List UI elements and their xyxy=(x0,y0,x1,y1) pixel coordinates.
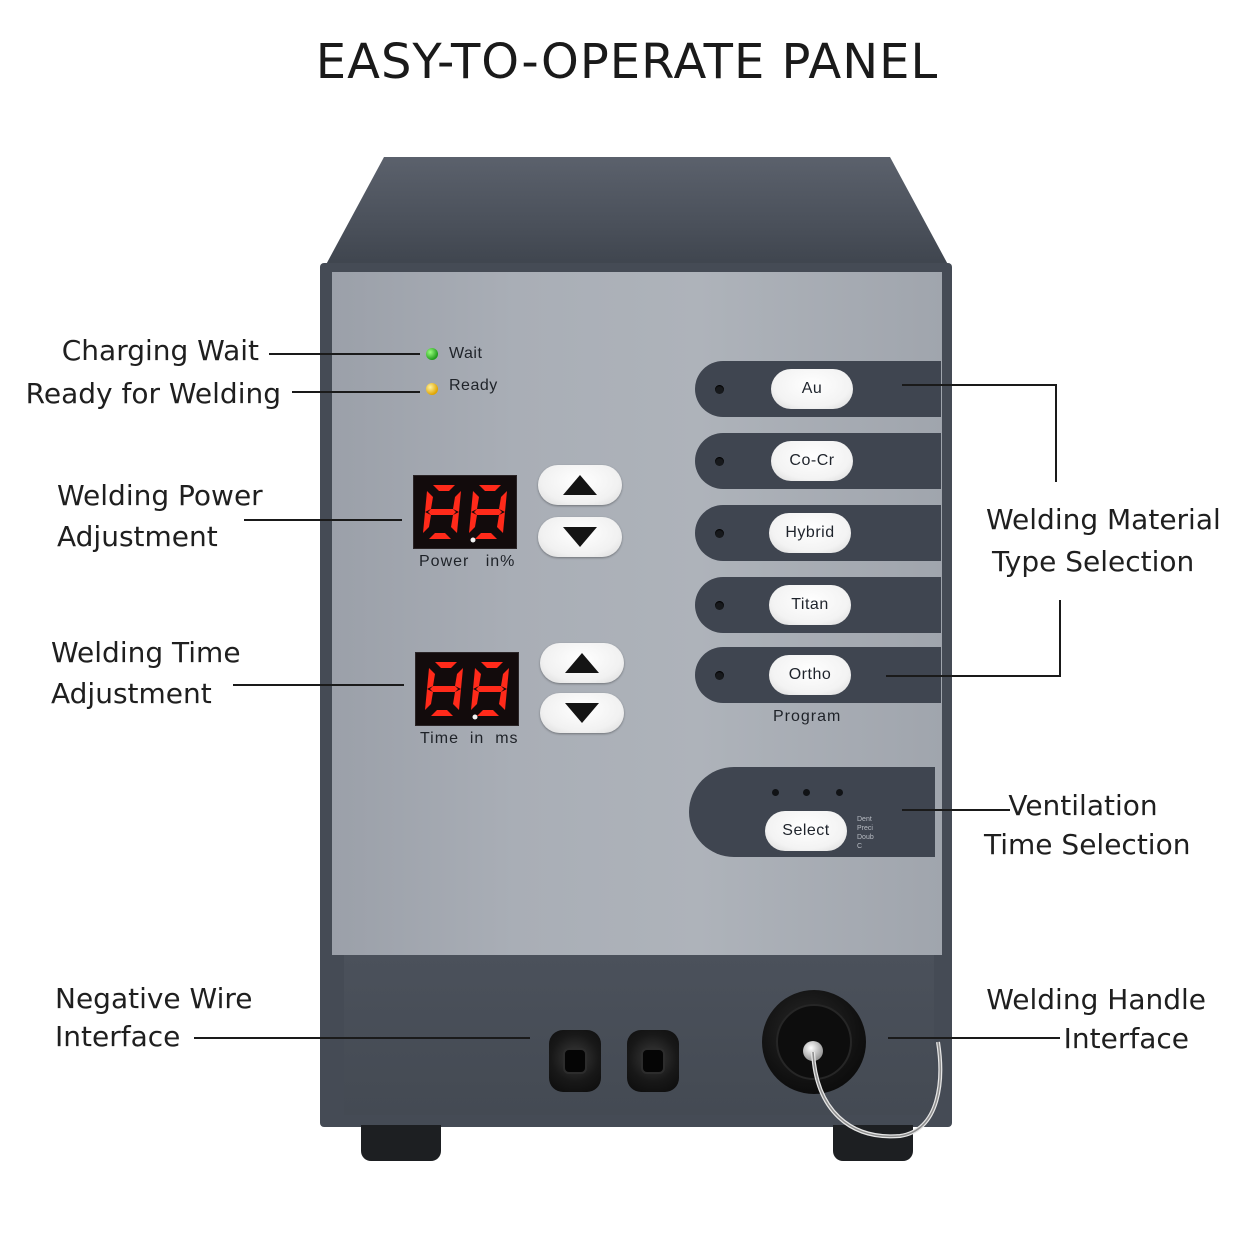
callout-handle-line2: Interface xyxy=(1063,1022,1189,1055)
arrow-up-icon xyxy=(563,475,597,495)
time-digit-1-segment-f xyxy=(427,668,435,689)
time-digit-1-segment-d xyxy=(431,710,453,716)
power-digit-2-segment-b xyxy=(499,491,507,512)
power-digit-1-segment-b xyxy=(453,491,461,512)
power-decimal-dot xyxy=(470,537,476,543)
power-digit-1-segment-f xyxy=(425,491,433,512)
power-digit-2-segment-g xyxy=(474,509,502,515)
power-up-button[interactable] xyxy=(538,465,622,505)
material-strip-co-cr: Co-Cr xyxy=(695,433,941,489)
vent-led-2 xyxy=(803,789,810,796)
power-digit-1-segment-e xyxy=(423,512,431,533)
select-options-legend: Dent Preci Doub C xyxy=(857,816,874,850)
callout-charging-wait: Charging Wait xyxy=(61,334,259,367)
power-digit-1-segment-g xyxy=(428,509,456,515)
time-decimal-dot xyxy=(472,714,478,720)
wait-led-label: Wait xyxy=(449,345,483,362)
callout-negative-wire-line2: Interface xyxy=(55,1020,181,1053)
cabinet-top xyxy=(322,157,952,272)
power-digit-1-segment-c xyxy=(451,512,459,533)
negative-wire-jack-2[interactable] xyxy=(627,1030,679,1092)
vent-led-3 xyxy=(836,789,843,796)
time-digit-2-segment-e xyxy=(471,689,479,710)
foot-left xyxy=(361,1125,441,1161)
power-digit-2-segment-f xyxy=(471,491,479,512)
jack-hole xyxy=(563,1048,587,1074)
callout-time-line2: Adjustment xyxy=(51,677,212,710)
power-digit-2-segment-d xyxy=(475,533,497,539)
time-up-button[interactable] xyxy=(540,643,624,683)
power-digit-1-segment-a xyxy=(433,485,455,491)
time-digit-2-segment-b xyxy=(501,668,509,689)
time-display-label: Time in ms xyxy=(420,730,519,747)
time-digit-2-segment-c xyxy=(499,689,507,710)
page-title: EASY-TO-OPERATE PANEL xyxy=(315,34,939,90)
callout-ventilation-line2: Time Selection xyxy=(984,828,1191,861)
time-digit-2-segment-d xyxy=(477,710,499,716)
select-button[interactable]: Select xyxy=(765,811,847,851)
power-seven-segment xyxy=(423,485,507,543)
time-display xyxy=(415,652,519,726)
material-led xyxy=(715,385,724,394)
handle-cable xyxy=(811,1041,943,1139)
callout-ventilation-line1: Ventilation xyxy=(1008,789,1158,822)
material-led xyxy=(715,671,724,680)
power-down-button[interactable] xyxy=(538,517,622,557)
power-display xyxy=(413,475,517,549)
time-digit-1-segment-e xyxy=(425,689,433,710)
material-led xyxy=(715,457,724,466)
material-button-ortho[interactable]: Ortho xyxy=(769,655,851,695)
time-digit-1-segment-a xyxy=(435,662,457,668)
callout-handle-line1: Welding Handle xyxy=(986,983,1206,1016)
power-digit-2-segment-e xyxy=(469,512,477,533)
time-digit-2-segment-f xyxy=(473,668,481,689)
handle-cable-edge xyxy=(812,1041,941,1138)
vent-led-1 xyxy=(772,789,779,796)
ready-led xyxy=(426,383,438,395)
wait-led xyxy=(426,348,438,360)
callout-material-line2: Type Selection xyxy=(992,545,1195,578)
time-digit-1-segment-c xyxy=(453,689,461,710)
callout-material-line1: Welding Material xyxy=(986,503,1221,536)
jack-hole xyxy=(641,1048,665,1074)
time-digit-1-segment-b xyxy=(455,668,463,689)
callout-power-line2: Adjustment xyxy=(57,520,218,553)
callout-power-line1: Welding Power xyxy=(57,479,263,512)
program-label: Program xyxy=(773,708,842,725)
material-led xyxy=(715,529,724,538)
power-digit-2-segment-c xyxy=(497,512,505,533)
material-strip-titan: Titan xyxy=(695,577,941,633)
time-digit-1-segment-g xyxy=(430,686,458,692)
time-down-button[interactable] xyxy=(540,693,624,733)
material-strip-hybrid: Hybrid xyxy=(695,505,941,561)
callout-time-line1: Welding Time xyxy=(51,636,241,669)
power-display-label: Power in% xyxy=(419,553,516,570)
time-digit-2-segment-a xyxy=(481,662,503,668)
leader-material-bottom xyxy=(886,600,1061,677)
ready-led-label: Ready xyxy=(449,377,498,394)
callout-negative-wire-line1: Negative Wire xyxy=(55,982,253,1015)
material-button-titan[interactable]: Titan xyxy=(769,585,851,625)
handle-plug xyxy=(803,1041,823,1061)
arrow-up-icon xyxy=(565,653,599,673)
leader-material-top xyxy=(902,384,1057,482)
power-digit-2-segment-a xyxy=(479,485,501,491)
negative-wire-jack-1[interactable] xyxy=(549,1030,601,1092)
material-strip-au: Au xyxy=(695,361,941,417)
arrow-down-icon xyxy=(563,527,597,547)
material-button-au[interactable]: Au xyxy=(771,369,853,409)
material-led xyxy=(715,601,724,610)
callout-ready-for-welding: Ready for Welding xyxy=(25,377,281,410)
material-button-co-cr[interactable]: Co-Cr xyxy=(771,441,853,481)
time-seven-segment xyxy=(425,662,509,720)
time-digit-2-segment-g xyxy=(476,686,504,692)
ventilation-strip: Select Dent Preci Doub C xyxy=(689,767,935,857)
power-digit-1-segment-d xyxy=(429,533,451,539)
foot-right xyxy=(833,1125,913,1161)
material-button-hybrid[interactable]: Hybrid xyxy=(769,513,851,553)
arrow-down-icon xyxy=(565,703,599,723)
